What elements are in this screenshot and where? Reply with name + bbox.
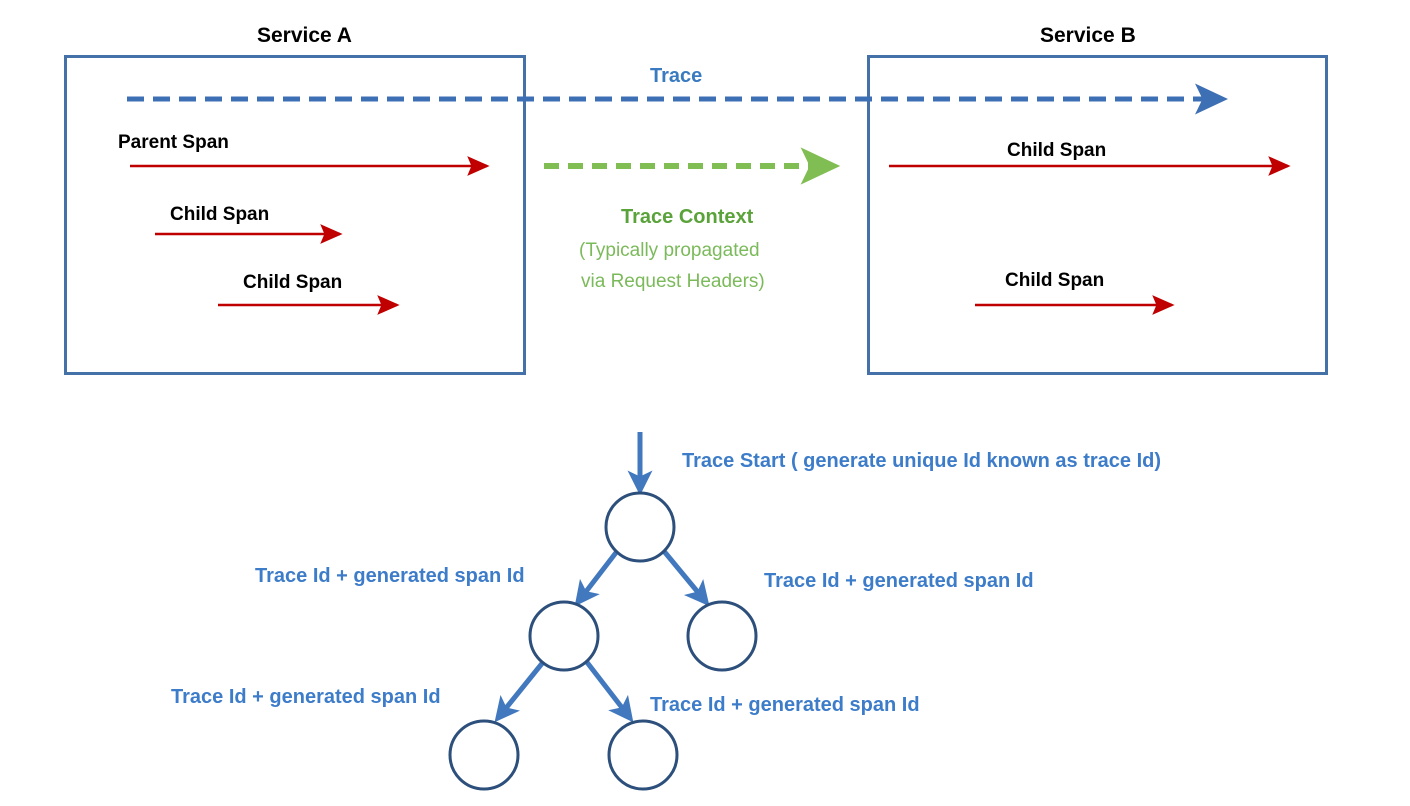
tree-label-level2-left: Trace Id + generated span Id bbox=[255, 565, 525, 587]
service-a-title: Service A bbox=[257, 24, 352, 47]
tree-edge-root-right bbox=[661, 548, 710, 607]
tree-edge-mid-right bbox=[584, 659, 634, 723]
tree-node-level2-right bbox=[686, 600, 758, 672]
child-span-label-a2: Child Span bbox=[243, 272, 343, 293]
tree-node-level3-left bbox=[448, 719, 520, 791]
tree-edge-root-left bbox=[574, 548, 620, 607]
tree-node-root bbox=[604, 491, 676, 563]
tree-node-level3-right bbox=[607, 719, 679, 791]
trace-label: Trace bbox=[650, 65, 703, 87]
tree-label-level2-right: Trace Id + generated span Id bbox=[764, 570, 1034, 592]
tree-label-level3-left: Trace Id + generated span Id bbox=[171, 686, 441, 708]
child-span-label-b2: Child Span bbox=[1005, 270, 1105, 291]
trace-context-line1: (Typically propagated bbox=[579, 240, 760, 261]
tree-node-level2-left bbox=[528, 600, 600, 672]
trace-start-label: Trace Start ( generate unique Id known a… bbox=[682, 450, 1162, 472]
child-span-label-b1: Child Span bbox=[1007, 140, 1107, 161]
parent-span-label: Parent Span bbox=[118, 132, 229, 153]
tree-edge-mid-left bbox=[494, 659, 546, 723]
trace-context-line2: via Request Headers) bbox=[581, 271, 765, 292]
tree-label-level3-right: Trace Id + generated span Id bbox=[650, 694, 920, 716]
service-b-title: Service B bbox=[1040, 24, 1136, 47]
service-a-box bbox=[64, 55, 526, 375]
service-b-box bbox=[867, 55, 1328, 375]
child-span-label-a1: Child Span bbox=[170, 204, 270, 225]
trace-context-title: Trace Context bbox=[621, 206, 754, 228]
